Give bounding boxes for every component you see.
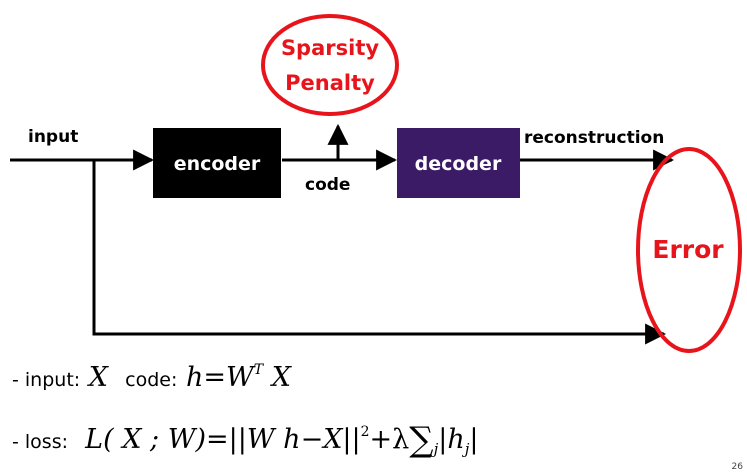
code-X: X — [271, 362, 291, 393]
code-W: W — [226, 362, 254, 393]
input-variable: X — [88, 362, 108, 393]
code-eq: = — [203, 362, 227, 393]
loss-Wh: W h — [246, 424, 301, 455]
loss-norm-open: || — [228, 424, 247, 455]
code-transpose: T — [253, 362, 264, 378]
loss-square: 2 — [360, 424, 370, 440]
code-label: code — [305, 175, 350, 195]
loss-abs-open: | — [438, 424, 448, 455]
error-ellipse — [636, 147, 742, 353]
input-code-formula: - input: X code: h=WT X — [12, 362, 291, 393]
decoder-label: decoder — [415, 153, 502, 175]
code-h: h — [186, 362, 204, 393]
loss-sum: ∑ — [409, 420, 434, 460]
page-number: 26 — [731, 462, 743, 472]
sparsity-penalty-ellipse — [261, 14, 399, 116]
encoder-box — [153, 128, 281, 198]
error-label: Error — [652, 235, 724, 264]
skip-path — [92, 160, 667, 345]
autoencoder-diagram: encoder decoder input code reconstructio… — [10, 14, 742, 353]
loss-sum-index: j — [433, 440, 439, 458]
sparsity-label-line1: Sparsity — [281, 36, 379, 60]
loss-X: X — [323, 424, 343, 455]
encoder-label: encoder — [174, 153, 261, 175]
loss-h: h — [447, 424, 465, 455]
input-prefix: - input: — [12, 369, 81, 391]
loss-prefix: - loss: — [12, 431, 68, 453]
loss-h-index: j — [464, 440, 470, 458]
loss-plus-lambda: +λ — [369, 424, 410, 455]
loss-abs-close: | — [469, 424, 479, 455]
loss-norm-close: || — [342, 424, 361, 455]
loss-formula: - loss: L( X ; W)=||W h−X||2+λ∑j|hj| — [12, 420, 479, 460]
input-label: input — [28, 127, 78, 147]
decoder-box — [397, 128, 520, 198]
loss-lhs: L( X ; W) — [85, 424, 206, 455]
loss-eq: = — [206, 424, 229, 455]
loss-minus: − — [300, 424, 324, 455]
code-prefix: code: — [125, 369, 178, 391]
reconstruction-label: reconstruction — [524, 128, 664, 148]
sparsity-label-line2: Penalty — [285, 71, 375, 95]
